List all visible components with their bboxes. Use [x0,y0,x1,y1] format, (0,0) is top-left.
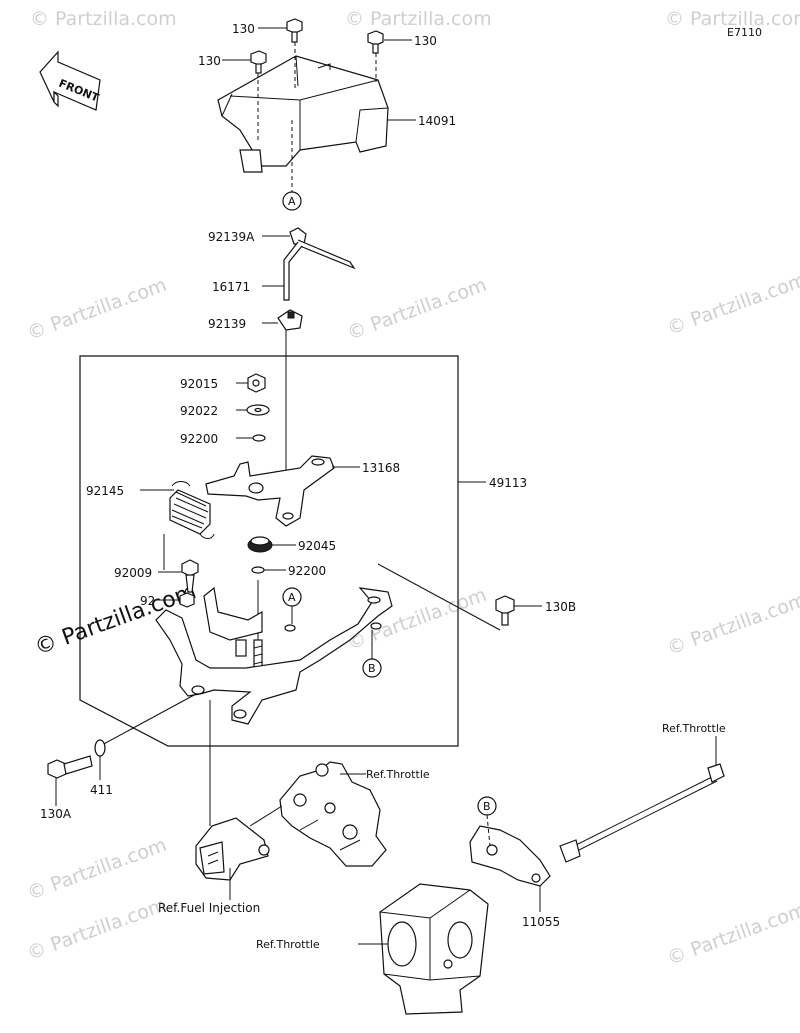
label-ref-throttle-bottom: Ref.Throttle [256,938,320,951]
bolt-130-right [367,30,384,54]
screw-92009 [181,559,199,593]
watermark-1: © Partzilla.com [30,8,177,30]
bolt-130a [47,755,93,779]
label-13168: 13168 [362,461,400,475]
clip-92139 [277,309,303,331]
bolt-130-left [250,50,267,74]
label-92200-b: 92200 [288,564,326,578]
sensor-connector [195,817,270,881]
label-92015: 92015 [180,377,218,391]
label-92200-a: 92200 [180,432,218,446]
watermark-2: © Partzilla.com [345,8,492,30]
label-11055: 11055 [522,915,560,929]
watermark-9: © Partzilla.com [24,894,169,965]
bushing-92045 [247,536,273,553]
label-92022: 92022 [180,404,218,418]
cable-16171-arm [283,241,303,301]
callout-a-top-label: A [288,195,296,208]
assembly-frame-49113 [79,355,459,747]
callout-a-top [282,191,302,211]
label-92009: 92009 [114,566,152,580]
watermark-6: © Partzilla.com [664,269,800,340]
label-130b: 130B [545,600,576,614]
cover-14091 [217,55,389,173]
washer-92200-a [252,434,266,442]
watermark-11: © Partzilla.com [24,834,169,905]
label-92139a: 92139A [208,230,255,244]
bolt-130-top [286,18,303,43]
lever-13168 [205,455,335,527]
bolt-130b [495,595,515,626]
throttle-body-bottom [379,883,489,1015]
watermark-4: © Partzilla.com [24,274,169,345]
washer-92200-b [251,566,265,574]
nut-92015 [247,373,266,393]
throttle-body-mid [279,761,387,867]
label-92045: 92045 [298,539,336,553]
watermark-10: © Partzilla.com [664,899,800,970]
bracket [155,586,393,725]
label-16171: 16171 [212,280,250,294]
callout-b-mid-label: B [368,662,376,675]
label-49113: 49113 [489,476,527,490]
diagram-code: E7110 [727,26,762,39]
watermark-5: © Partzilla.com [344,274,489,345]
clip-92139a [289,227,307,245]
spring-92145 [169,481,215,539]
callout-a-mid-label: A [288,591,296,604]
label-130-left: 130 [198,54,221,68]
watermarks: © Partzilla.com © Partzilla.com © Partzi… [24,8,800,970]
label-ref-throttle-mid: Ref.Throttle [366,768,430,781]
bracket-11055 [469,825,551,887]
nut-92 [179,592,195,608]
label-ref-throttle-top: Ref.Throttle [662,722,726,735]
label-130a: 130A [40,807,72,821]
label-14091: 14091 [418,114,456,128]
label-ref-fuel-injection: Ref.Fuel Injection [158,901,260,915]
label-92145: 92145 [86,484,124,498]
label-130-top: 130 [232,22,255,36]
front-arrow-icon: FRONT [39,50,101,111]
watermark-8: © Partzilla.com [664,589,800,660]
label-130-right: 130 [414,34,437,48]
label-92: 92 [140,594,155,608]
label-92139: 92139 [208,317,246,331]
throttle-cable [559,763,725,863]
label-411: 411 [90,783,113,797]
cable-16171 [297,239,356,270]
callout-b-right-label: B [483,800,491,813]
watermark-3: © Partzilla.com [665,8,800,30]
washer-411 [94,739,106,757]
